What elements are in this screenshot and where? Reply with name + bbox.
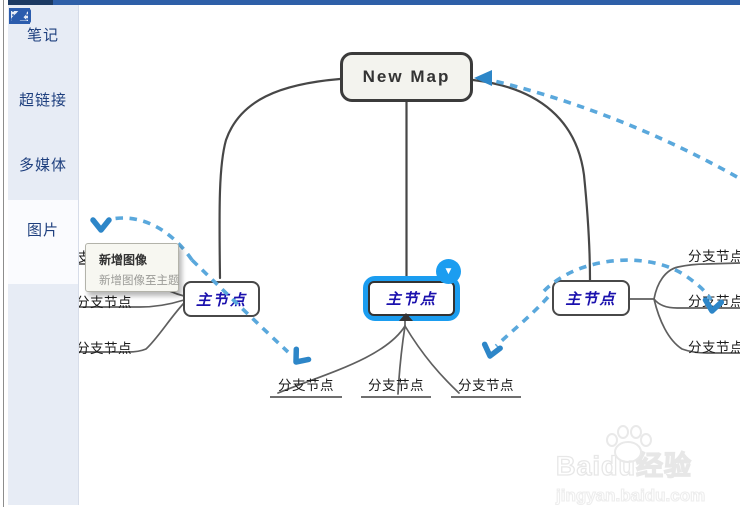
main-node-left[interactable]: 主节点 bbox=[183, 281, 260, 317]
window-left-edge bbox=[0, 0, 8, 507]
sidebar-item-label: 图片 bbox=[26, 222, 59, 239]
branch-node[interactable]: 分支节点 bbox=[458, 378, 514, 393]
tooltip: 新增图像 新增图像至主题 bbox=[85, 243, 180, 292]
arrowhead-down-icon bbox=[293, 346, 312, 365]
sidebar: 笔记 超链接 多媒体 图片 bbox=[8, 5, 79, 505]
tooltip-subtitle: 新增图像至主题 bbox=[99, 275, 180, 287]
branch-node[interactable]: 分支节点 bbox=[278, 378, 334, 393]
sidebar-item-label: 超链接 bbox=[18, 92, 67, 109]
sidebar-item-hyperlink[interactable]: 超链接 bbox=[8, 8, 78, 135]
chevron-down-icon: ▼ bbox=[443, 266, 454, 277]
root-connectors bbox=[218, 77, 592, 282]
arrowhead-down-icon bbox=[481, 341, 503, 359]
annotation-line-to-root bbox=[485, 77, 738, 179]
sidebar-item-label: 笔记 bbox=[26, 27, 59, 44]
root-node[interactable]: New Map bbox=[340, 52, 473, 102]
node-anchor-notch bbox=[399, 313, 413, 321]
annotation-line-to-bottom-left-branch bbox=[190, 258, 290, 354]
branch-node[interactable]: 分支节点 bbox=[688, 340, 740, 355]
branch-node[interactable]: 分支节点 bbox=[368, 378, 424, 393]
root-node-label: New Map bbox=[362, 67, 451, 86]
sidebar-item-multimedia[interactable]: 多媒体 bbox=[8, 9, 78, 200]
arrowhead-down-icon bbox=[702, 297, 725, 314]
node-menu-badge[interactable]: ▼ bbox=[436, 259, 461, 284]
main-node-label: 主节点 bbox=[385, 290, 437, 308]
browser-top-edge-dark bbox=[0, 0, 53, 5]
branch-node[interactable]: 分支节点 bbox=[688, 294, 740, 309]
main-node-body: 主节点 bbox=[368, 281, 455, 316]
branch-connectors bbox=[59, 262, 740, 395]
annotation-line-to-right-branch bbox=[542, 258, 713, 301]
main-node-right[interactable]: 主节点 bbox=[552, 280, 630, 316]
main-node-label: 主节点 bbox=[565, 289, 617, 308]
arrowhead-down-icon bbox=[90, 217, 112, 233]
sidebar-item-label: 多媒体 bbox=[18, 157, 67, 174]
window-edge-line bbox=[3, 0, 4, 507]
tooltip-title: 新增图像 bbox=[99, 253, 148, 267]
branch-node[interactable]: 分支节点 bbox=[76, 341, 132, 356]
image-icon bbox=[9, 8, 30, 24]
annotation-line-to-tooltip bbox=[111, 216, 194, 262]
branch-node[interactable]: 分支节点 bbox=[76, 295, 132, 310]
browser-top-edge bbox=[0, 0, 740, 5]
main-node-label: 主节点 bbox=[195, 290, 247, 309]
arrowhead-left-icon bbox=[474, 70, 492, 86]
branch-node[interactable]: 分支节点 bbox=[688, 249, 740, 264]
sidebar-item-image[interactable]: 图片 bbox=[8, 8, 78, 284]
annotation-line-to-bottom-right-branch bbox=[494, 295, 550, 348]
